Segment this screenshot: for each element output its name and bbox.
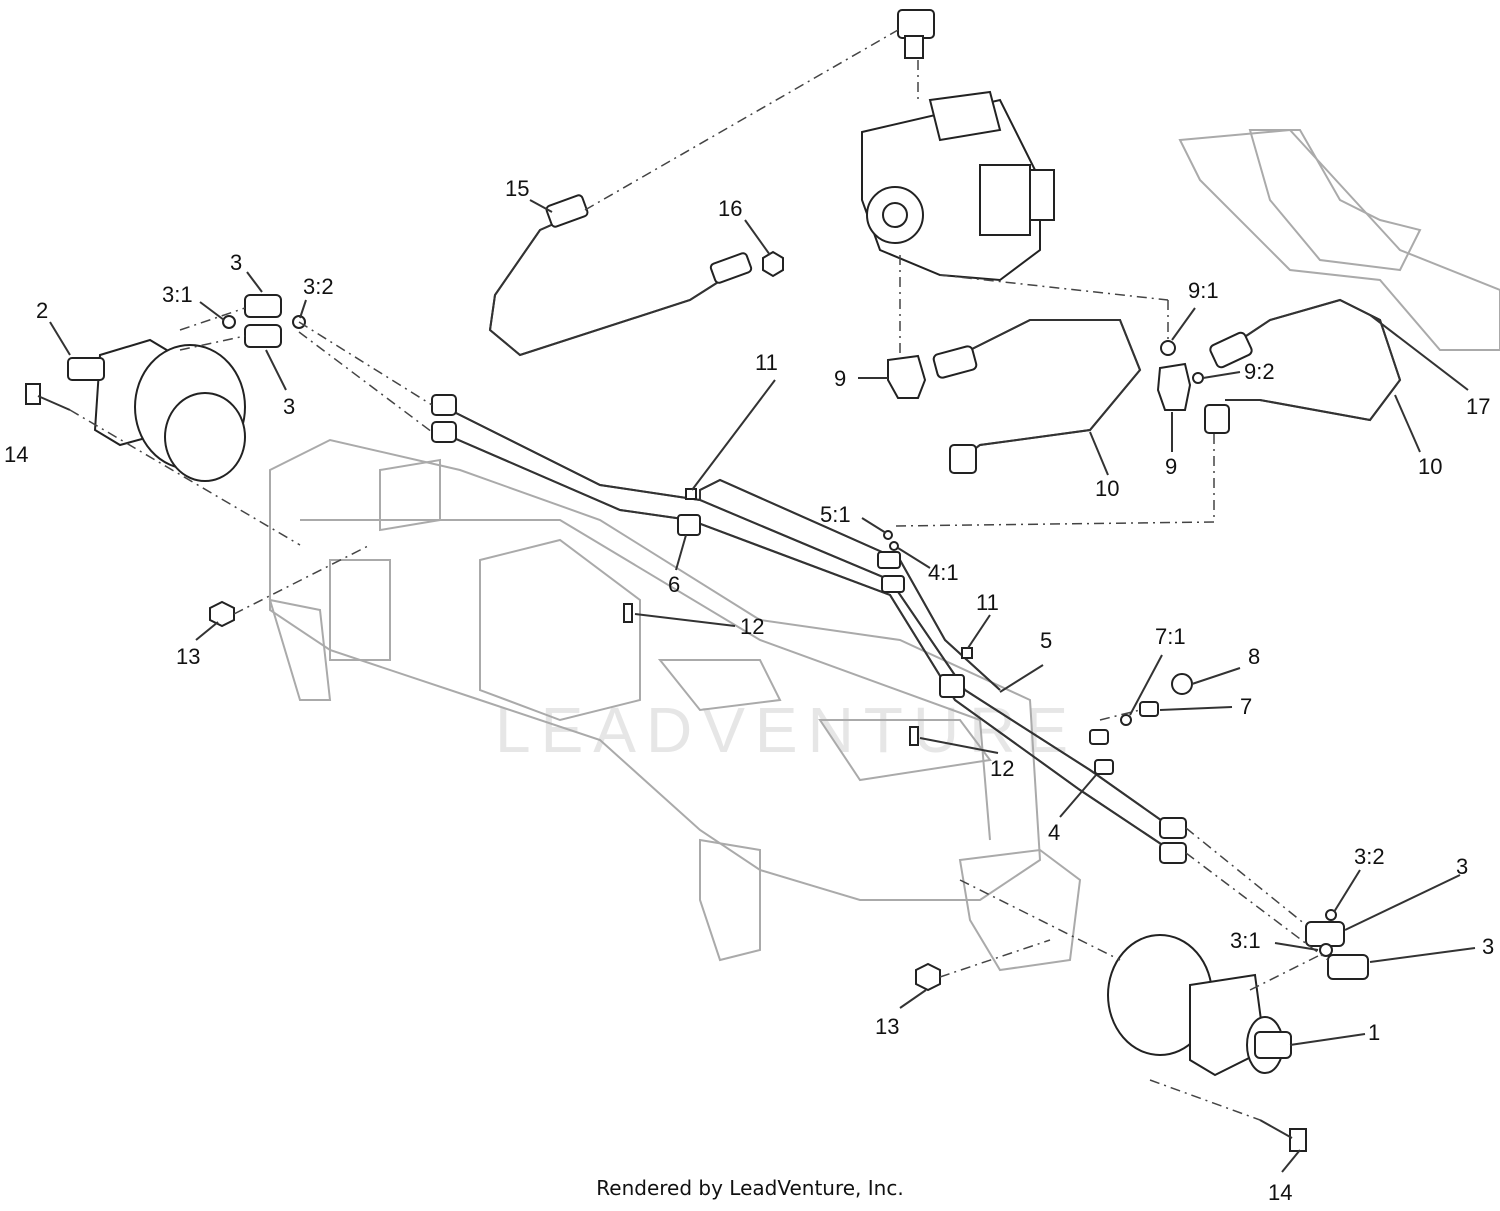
nut-16 xyxy=(762,250,784,278)
callout-3-1: 3:1 xyxy=(1230,928,1261,953)
hose-10-right xyxy=(1204,298,1402,434)
callout-9: 9 xyxy=(834,366,846,391)
elbow-9-left xyxy=(887,354,927,399)
callout-16: 16 xyxy=(718,196,742,221)
callout-14: 14 xyxy=(1268,1180,1292,1205)
callout-8: 8 xyxy=(1248,644,1260,669)
hydraulic-pump xyxy=(861,90,1055,282)
clamp-6 xyxy=(677,514,965,698)
hose-10-left xyxy=(932,319,1142,474)
callout-13: 13 xyxy=(176,644,200,669)
callout-10: 10 xyxy=(1418,454,1442,479)
callout-4-1: 4:1 xyxy=(928,560,959,585)
callout-7: 7 xyxy=(1240,694,1252,719)
bolt-14-left xyxy=(25,383,71,411)
callout-2: 2 xyxy=(36,298,48,323)
callout-13: 13 xyxy=(875,1014,899,1039)
wheel-motor-left xyxy=(67,338,246,482)
callout-6: 6 xyxy=(668,572,680,597)
bolt-14-right xyxy=(1259,1119,1307,1152)
callout-17: 17 xyxy=(1466,394,1490,419)
callout-9: 9 xyxy=(1165,454,1177,479)
top-tee-fitting xyxy=(897,9,935,59)
leader-lines xyxy=(49,199,1476,1173)
callout-4: 4 xyxy=(1048,820,1060,845)
callout-3: 3 xyxy=(230,250,242,275)
oring-5-1 xyxy=(883,530,899,551)
callout-3: 3 xyxy=(1482,934,1494,959)
elbow-fittings-right xyxy=(1305,909,1369,980)
callout-9-2: 9:2 xyxy=(1244,359,1275,384)
fitting-11-upper xyxy=(685,488,697,500)
cap-8 xyxy=(1171,673,1193,695)
callout-10: 10 xyxy=(1095,476,1119,501)
callout-12: 12 xyxy=(740,614,764,639)
callout-3-1: 3:1 xyxy=(162,282,193,307)
callout-14: 14 xyxy=(4,442,28,467)
chassis-frame xyxy=(268,128,1500,972)
assembly-dash-lines xyxy=(69,29,1329,1121)
callout-3: 3 xyxy=(283,394,295,419)
callout-15: 15 xyxy=(505,176,529,201)
callout-3: 3 xyxy=(1456,854,1468,879)
callout-1: 1 xyxy=(1368,1020,1380,1045)
nut-13-right xyxy=(915,962,941,992)
callout-5-1: 5:1 xyxy=(820,502,851,527)
bolt-12-lower xyxy=(909,726,919,746)
elbow-9-right xyxy=(1156,340,1204,411)
bolt-12-upper xyxy=(623,603,633,623)
callout-9-1: 9:1 xyxy=(1188,278,1219,303)
callout-3-2: 3:2 xyxy=(303,274,334,299)
callout-11: 11 xyxy=(976,590,999,615)
callout-7-1: 7:1 xyxy=(1155,624,1186,649)
elbow-fittings-left xyxy=(222,294,306,348)
footer-credit: Rendered by LeadVenture, Inc. xyxy=(596,1176,904,1200)
callout-12: 12 xyxy=(990,756,1014,781)
callout-11: 11 xyxy=(755,350,778,375)
callout-3-2: 3:2 xyxy=(1354,844,1385,869)
fitting-7 xyxy=(1120,701,1159,726)
fitting-11-lower xyxy=(961,647,973,659)
tube-15 xyxy=(488,194,753,357)
tubes-4-5 xyxy=(431,394,1187,864)
callout-5: 5 xyxy=(1040,628,1052,653)
callout-labels: 15 16 2 3 3:1 3:2 3 14 11 9 9:1 9:2 9 17… xyxy=(4,176,1494,1205)
wheel-motor-right xyxy=(1107,934,1292,1077)
nut-13-left xyxy=(209,600,235,628)
watermark: LEADVENTURE xyxy=(495,694,1078,766)
